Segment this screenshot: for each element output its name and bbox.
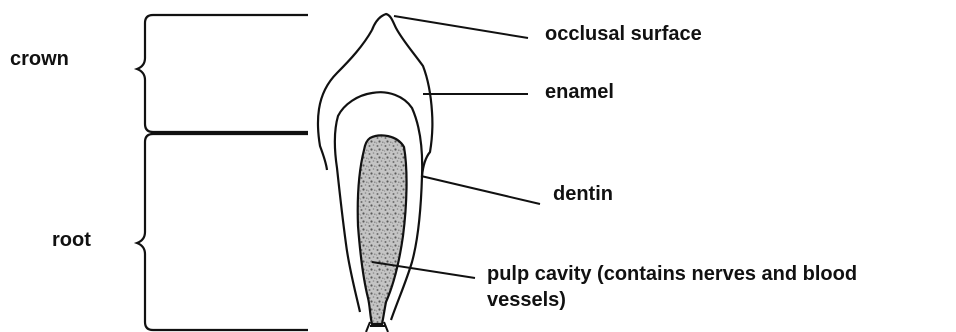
dentin-leader — [421, 176, 540, 204]
pulp-cavity-label: pulp cavity (contains nerves and blood — [487, 262, 857, 286]
root-bracket — [137, 134, 308, 330]
pulp-cavity-label-continued: vessels) — [487, 288, 566, 312]
dentin-label: dentin — [553, 182, 613, 206]
enamel-label: enamel — [545, 80, 614, 104]
occlusal-surface-label: occlusal surface — [545, 22, 702, 46]
occlusal-surface-leader — [394, 16, 528, 38]
crown-bracket — [137, 15, 308, 132]
crown-label: crown — [10, 47, 69, 71]
root-label: root — [52, 228, 91, 252]
